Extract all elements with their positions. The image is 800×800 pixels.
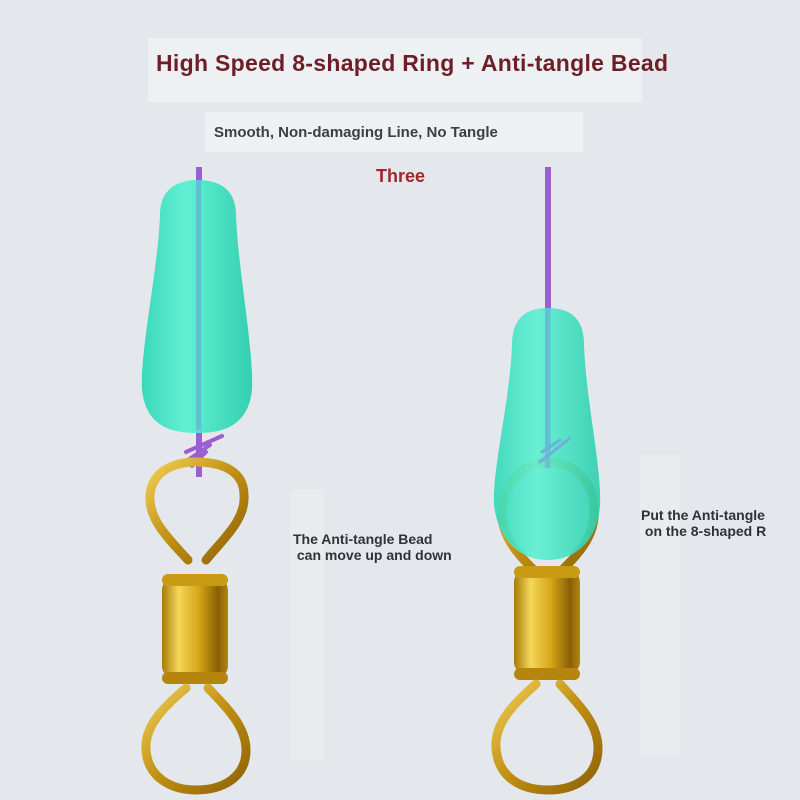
header-panel: [148, 38, 642, 102]
left-note-panel: [290, 490, 324, 760]
right-line-knot: [538, 436, 572, 464]
right-annotation: Put the Anti-tangle on the 8-shaped R: [641, 507, 767, 539]
left-lower-ring: [141, 683, 251, 795]
subtitle-panel: [205, 112, 583, 152]
left-annotation: The Anti-tangle Bead can move up and dow…: [293, 531, 452, 563]
page-subtitle: Smooth, Non-damaging Line, No Tangle: [214, 124, 498, 141]
right-swivel-assembly: [491, 167, 603, 795]
right-note-panel: [640, 455, 680, 755]
left-swivel-barrel: [162, 578, 228, 678]
right-lower-ring: [491, 679, 603, 795]
section-label: Three: [376, 166, 426, 186]
page-title: High Speed 8-shaped Ring + Anti-tangle B…: [156, 50, 669, 76]
left-swivel-assembly: [141, 167, 253, 795]
left-upper-ring: [145, 457, 249, 565]
right-swivel-barrel: [514, 570, 580, 674]
